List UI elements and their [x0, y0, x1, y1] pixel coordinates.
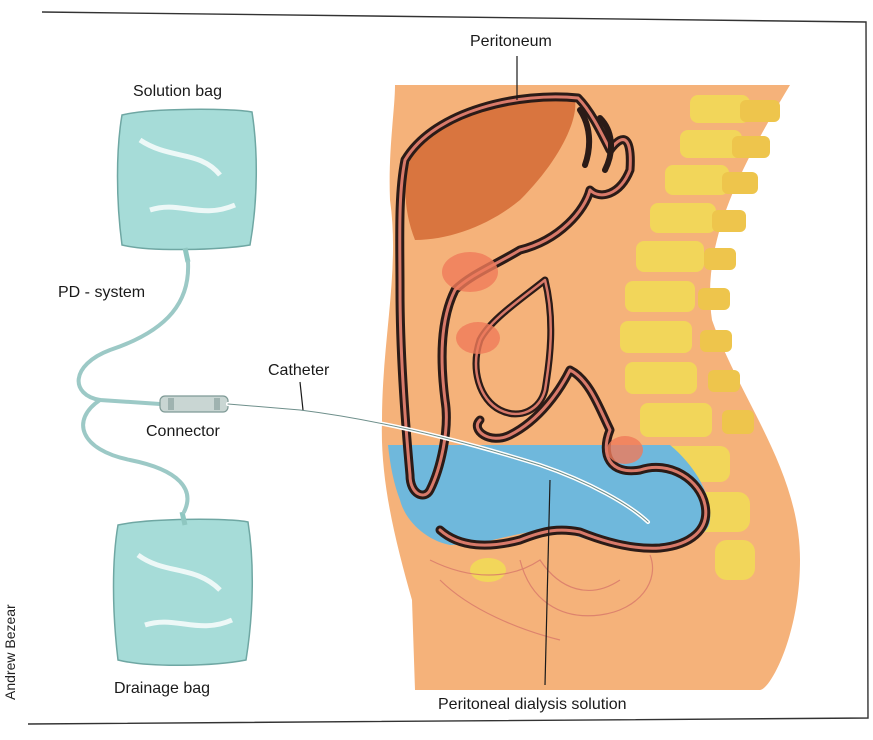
label-pd-system: PD - system	[58, 284, 145, 302]
organ-intestine	[456, 322, 500, 354]
label-drainage-bag: Drainage bag	[114, 680, 210, 698]
organ-rectum	[607, 436, 643, 464]
label-peritoneum: Peritoneum	[470, 33, 552, 51]
solution-bag-icon	[118, 109, 257, 262]
artist-credit: Andrew Bezear	[2, 604, 18, 700]
label-dialysis-solution: Peritoneal dialysis solution	[438, 696, 627, 714]
connector-icon	[160, 396, 228, 412]
drainage-bag-icon	[114, 512, 253, 665]
label-catheter: Catheter	[268, 362, 329, 380]
organ-kidney	[442, 252, 498, 292]
label-solution-bag: Solution bag	[133, 83, 222, 101]
label-connector: Connector	[146, 423, 220, 441]
organ-bladder	[470, 558, 506, 582]
